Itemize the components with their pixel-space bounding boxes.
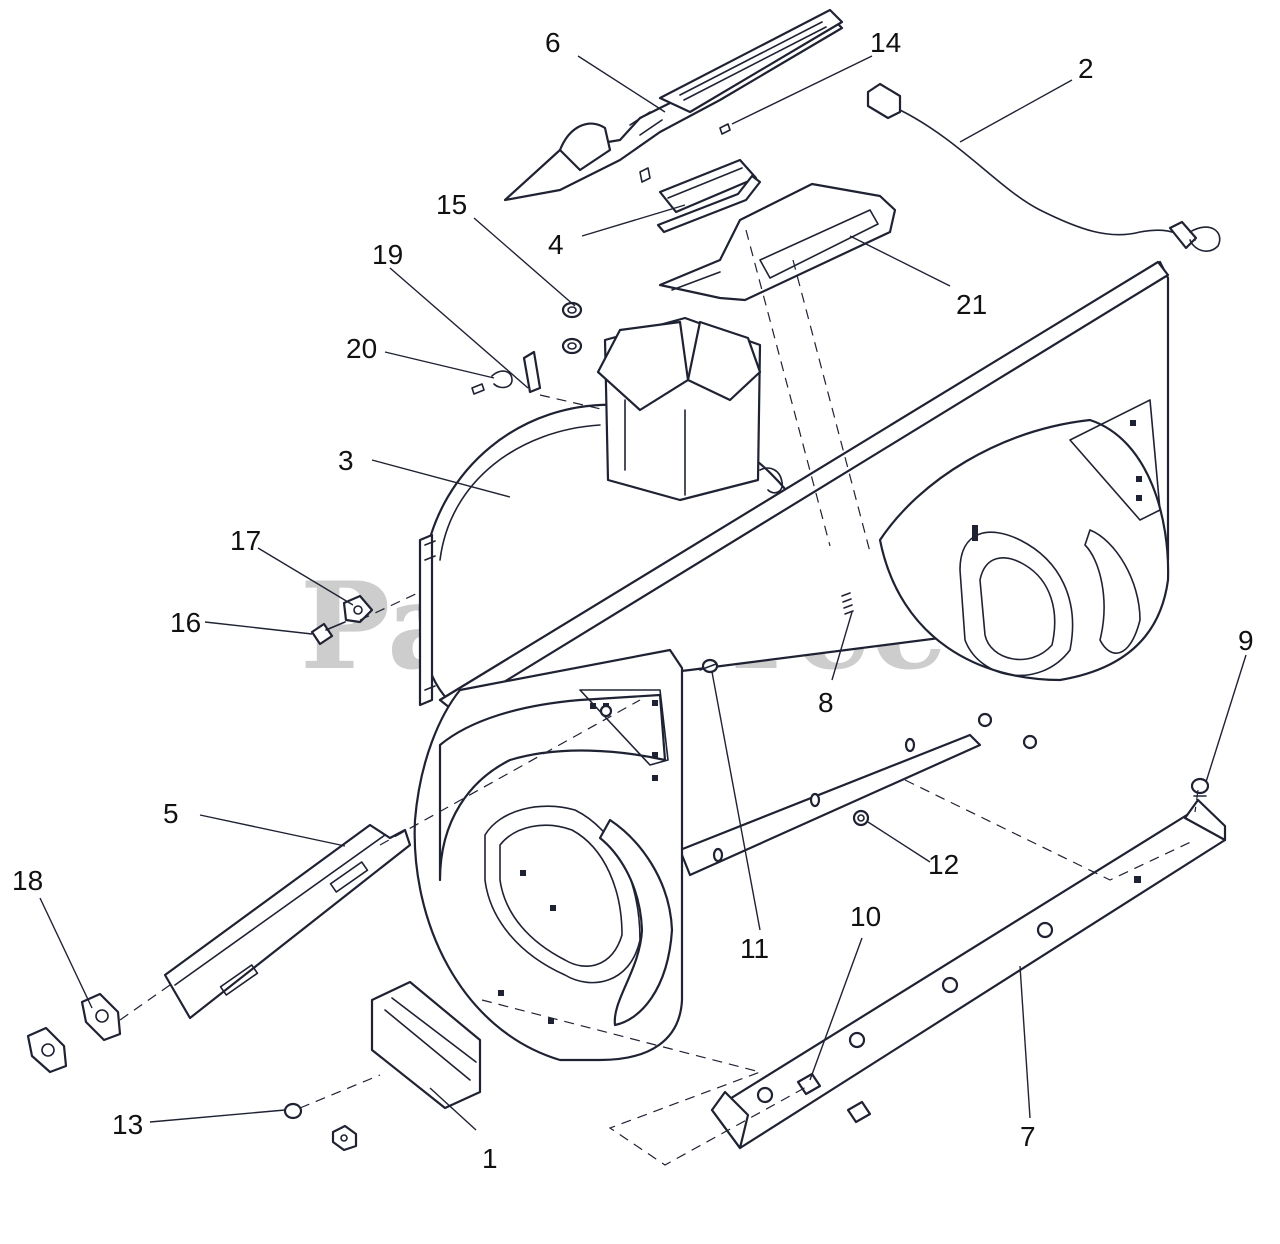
callout-20: 20 (346, 333, 377, 364)
part-4-bracket[interactable] (656, 158, 762, 234)
part-13-washer[interactable] (283, 1102, 358, 1152)
callout-16: 16 (170, 607, 201, 638)
callout-15: 15 (436, 189, 467, 220)
part-20-clamp[interactable] (471, 370, 513, 395)
part-8-spring[interactable] (841, 592, 854, 615)
part-6-chute-handle[interactable] (503, 8, 844, 202)
callout-7: 7 (1020, 1121, 1036, 1152)
callout-2: 2 (1078, 53, 1094, 84)
lower-frame[interactable] (678, 733, 982, 877)
part-19-clip[interactable] (522, 350, 542, 394)
part-15-bushing[interactable] (561, 301, 583, 355)
callout-12: 12 (928, 849, 959, 880)
callout-4: 4 (548, 229, 564, 260)
assembly-lines (119, 229, 1199, 1166)
part-21-deflector[interactable] (658, 182, 897, 302)
callout-21: 21 (956, 289, 987, 320)
part-16-bolt[interactable] (310, 621, 346, 646)
chute-base[interactable] (596, 316, 784, 502)
callout-11: 11 (740, 933, 769, 964)
left-side-plate[interactable] (413, 648, 684, 1062)
part-9-cap[interactable] (1190, 777, 1210, 797)
callout-6: 6 (545, 27, 561, 58)
callout-3: 3 (338, 445, 354, 476)
part-2-wire-harness[interactable] (866, 82, 1221, 252)
part-10-carriage-bolt[interactable] (796, 1072, 872, 1124)
part-12-nut[interactable] (852, 809, 870, 827)
callout-1: 1 (482, 1143, 498, 1174)
leader-lines (39, 55, 1247, 1131)
callout-5: 5 (163, 798, 179, 829)
part-1-skid-shoe[interactable] (370, 980, 482, 1110)
part-18-wing-nut[interactable] (26, 992, 122, 1074)
part-11-bolt[interactable] (699, 658, 719, 674)
callout-9: 9 (1238, 625, 1254, 656)
part-5-skid-bracket[interactable] (163, 823, 412, 1020)
part-7-scraper-bar[interactable] (710, 798, 1227, 1150)
part-14-pin[interactable] (719, 123, 731, 135)
callout-14: 14 (870, 27, 901, 58)
part-17-nut-clip[interactable] (342, 594, 374, 624)
callout-18: 18 (12, 865, 43, 896)
callout-19: 19 (372, 239, 403, 270)
callout-17: 17 (230, 525, 261, 556)
callouts: 6 14 2 15 4 21 19 20 3 17 16 8 9 5 12 18… (12, 27, 1254, 1174)
housing-frame[interactable] (438, 260, 1170, 750)
callout-13: 13 (112, 1109, 143, 1140)
callout-8: 8 (818, 687, 834, 718)
callout-10: 10 (850, 901, 881, 932)
pin-near-bracket[interactable] (639, 167, 651, 183)
